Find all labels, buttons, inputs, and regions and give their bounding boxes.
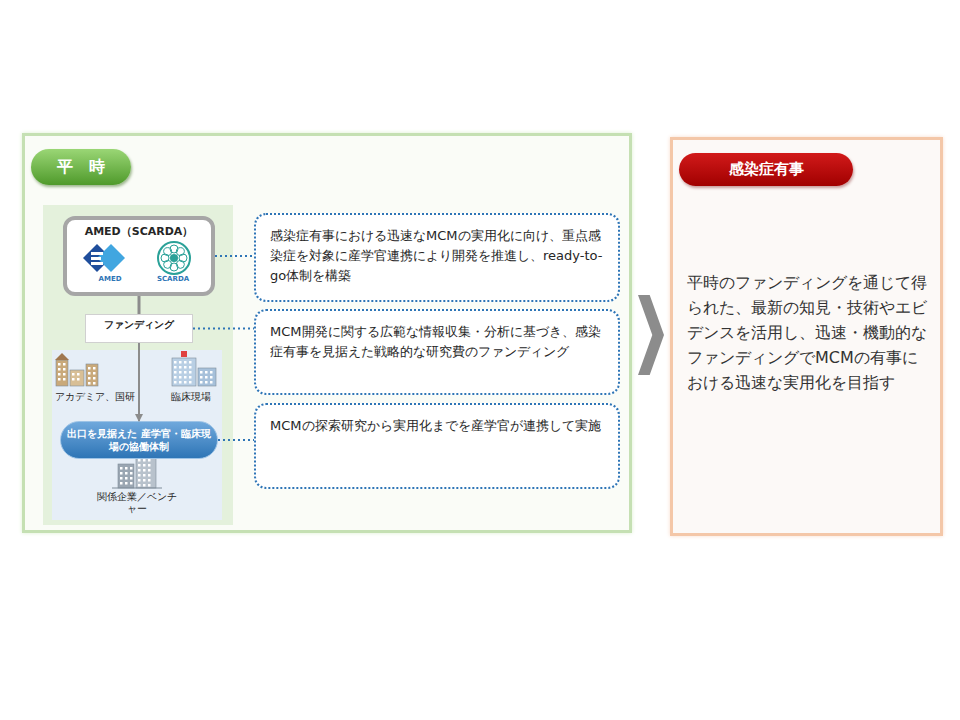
- leader-line: [215, 255, 254, 257]
- amed-logo: [97, 244, 125, 272]
- cooperation-label: 出口を見据えた 産学官・臨床現場の協働体制: [61, 422, 217, 453]
- phase-panel: 平 時アカデミア、国研臨床現場関係企業／ベンチャーAMED（SCARDA）AME…: [22, 133, 632, 533]
- flow-arrow: [138, 343, 140, 421]
- leader-line: [218, 439, 254, 441]
- chevron-arrow: [638, 295, 664, 375]
- callout-text: 感染症有事における迅速なMCMの実用化に向け、重点感染症を対象に産学官連携により…: [256, 215, 618, 294]
- callout-text: MCM開発に関する広範な情報収集・分析に基づき、感染症有事を見据えた戦略的な研究…: [256, 311, 618, 370]
- callout-box: 感染症有事における迅速なMCMの実用化に向け、重点感染症を対象に産学官連携により…: [254, 213, 620, 302]
- stakeholder-label: 臨床現場: [162, 391, 220, 403]
- flow-arrow: [138, 296, 141, 314]
- phase-panel: 感染症有事平時のファンディングを通じて得られた、最新の知見・技術やエビデンスを活…: [670, 137, 943, 536]
- leader-line: [193, 328, 254, 330]
- process-box: ファンディング: [85, 314, 193, 343]
- label-holder: 臨床現場: [162, 391, 220, 403]
- logo-caption: AMED: [85, 275, 135, 283]
- phase-heading: 感染症有事: [679, 153, 853, 186]
- label-holder: アカデミア、国研: [52, 391, 138, 403]
- phase-description: 平時のファンディングを通じて得られた、最新の知見・技術やエビデンスを活用し、迅速…: [687, 270, 928, 395]
- label-holder: AMED: [85, 275, 135, 283]
- process-label: ファンディング: [86, 315, 192, 335]
- cooperation-pill: 出口を見据えた 産学官・臨床現場の協働体制: [60, 421, 218, 459]
- logo-caption: SCARDA: [147, 275, 199, 283]
- phase-heading: 平 時: [31, 149, 131, 185]
- label-holder: SCARDA: [147, 275, 199, 283]
- scarda-logo: [158, 242, 190, 274]
- callout-box: MCM開発に関する広範な情報収集・分析に基づき、感染症有事を見据えた戦略的な研究…: [254, 309, 620, 395]
- stakeholder-label: アカデミア、国研: [52, 391, 138, 403]
- callout-box: MCMの探索研究から実用化までを産学官が連携して実施: [254, 403, 620, 489]
- stakeholder-label: 関係企業／ベンチャー: [94, 491, 180, 515]
- callout-text: MCMの探索研究から実用化までを産学官が連携して実施: [256, 405, 618, 444]
- agency-logos: [67, 238, 211, 296]
- label-holder: 関係企業／ベンチャー: [94, 491, 180, 515]
- agency-name: AMED（SCARDA）: [67, 224, 211, 239]
- agency-box: AMED（SCARDA） AMED SCARDA: [63, 216, 215, 296]
